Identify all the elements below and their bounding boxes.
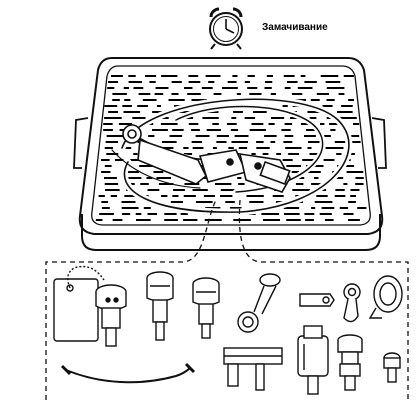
adapter-block-icon [224,348,282,390]
suction-valve-icon [147,272,173,340]
alarm-clock-icon [210,9,242,49]
biopsy-cap-icon [238,274,280,332]
port-valve-icon [338,335,362,390]
step-label: Замачивание [262,22,328,33]
cleaning-brush-icon [62,364,194,382]
air-water-valve-icon [193,278,219,338]
small-nut-icon [384,353,400,382]
valve-with-chain-icon [96,285,126,346]
mouthpiece-ring-icon [370,276,402,318]
small-clip-icon [300,294,334,306]
connector-cylinder-icon [298,326,328,394]
parts-set [54,267,402,395]
rubber-cap-icon [344,284,360,322]
